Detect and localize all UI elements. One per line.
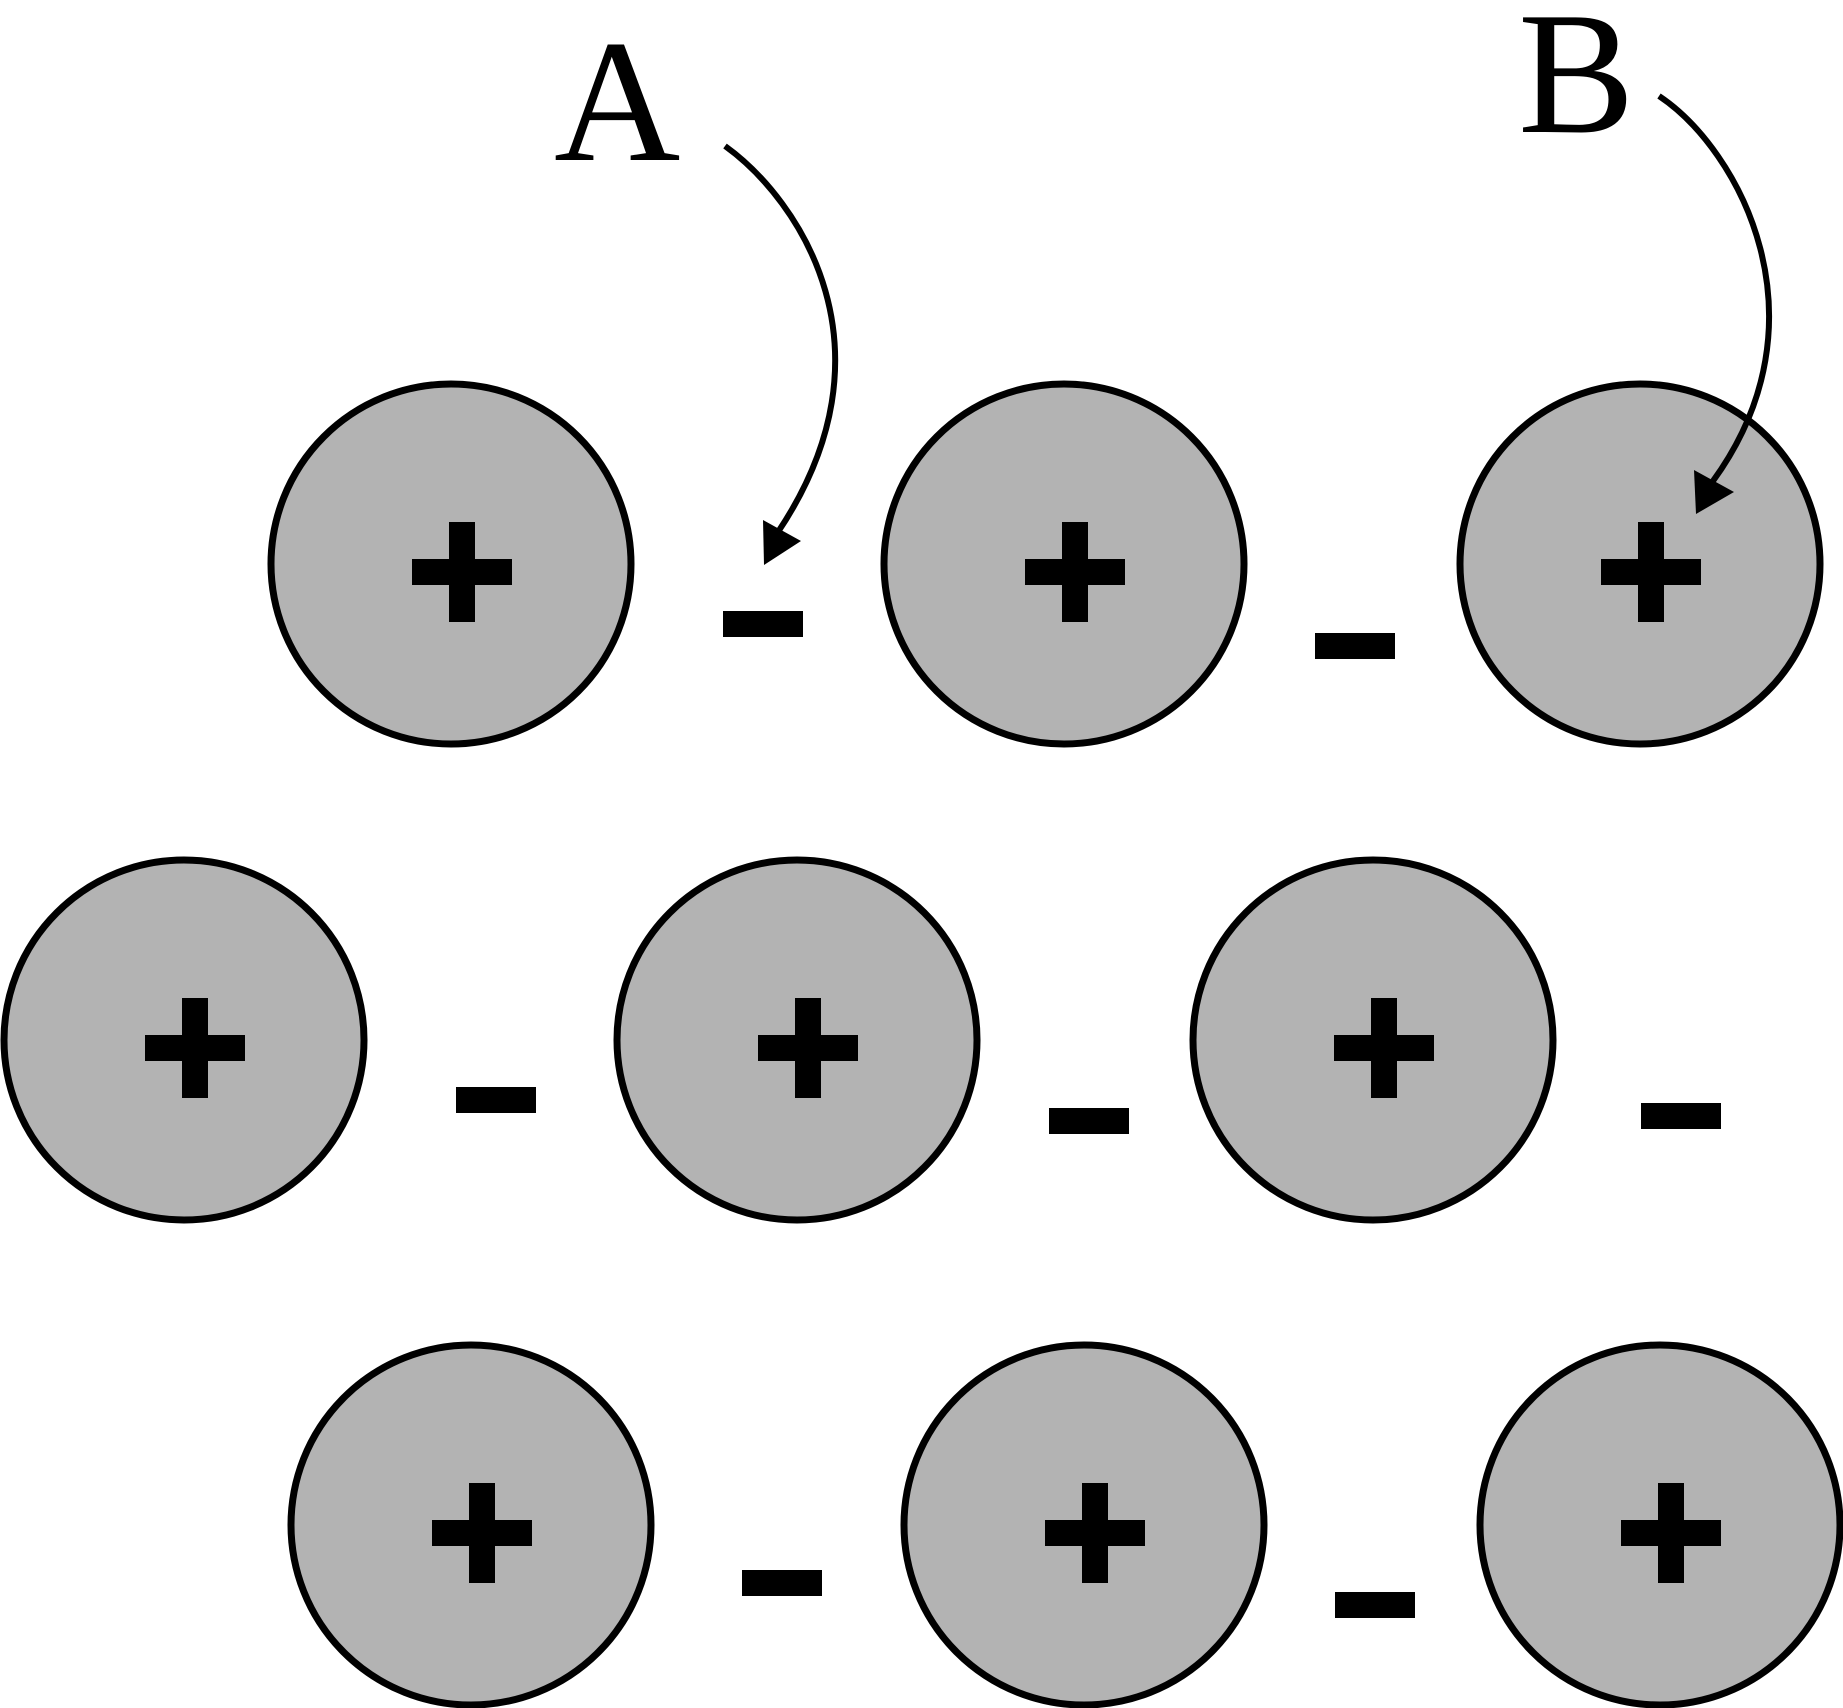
plus-icon xyxy=(1621,1483,1721,1583)
positive-ion xyxy=(1456,380,1824,748)
arrowhead-b xyxy=(1694,470,1734,514)
positive-ion xyxy=(287,1341,655,1708)
electrons-layer xyxy=(456,611,1721,1618)
positive-ion xyxy=(880,380,1248,748)
positive-ion xyxy=(613,856,981,1224)
arrowhead-a xyxy=(763,520,801,565)
minus-icon xyxy=(723,611,803,637)
minus-icon xyxy=(1641,1103,1721,1129)
plus-icon xyxy=(758,998,858,1098)
arrow-a xyxy=(723,143,839,534)
arrow-b xyxy=(1657,93,1773,483)
plus-icon xyxy=(412,522,512,622)
plus-icon xyxy=(1334,998,1434,1098)
plus-icon xyxy=(1601,522,1701,622)
plus-icon xyxy=(1045,1483,1145,1583)
positive-ion xyxy=(267,380,635,748)
positive-ion xyxy=(1476,1341,1843,1708)
plus-icon xyxy=(432,1483,532,1583)
plus-icon xyxy=(145,998,245,1098)
minus-icon xyxy=(1315,633,1395,659)
positive-ion xyxy=(1189,856,1557,1224)
minus-icon xyxy=(456,1087,536,1113)
minus-icon xyxy=(742,1570,822,1596)
minus-icon xyxy=(1049,1108,1129,1134)
positive-ion xyxy=(900,1341,1268,1708)
label-b: B xyxy=(1518,0,1635,170)
positive-ion xyxy=(0,856,368,1224)
positive-ions-layer xyxy=(0,380,1843,1708)
label-a: A xyxy=(554,4,680,198)
minus-icon xyxy=(1335,1592,1415,1618)
plus-icon xyxy=(1025,522,1125,622)
